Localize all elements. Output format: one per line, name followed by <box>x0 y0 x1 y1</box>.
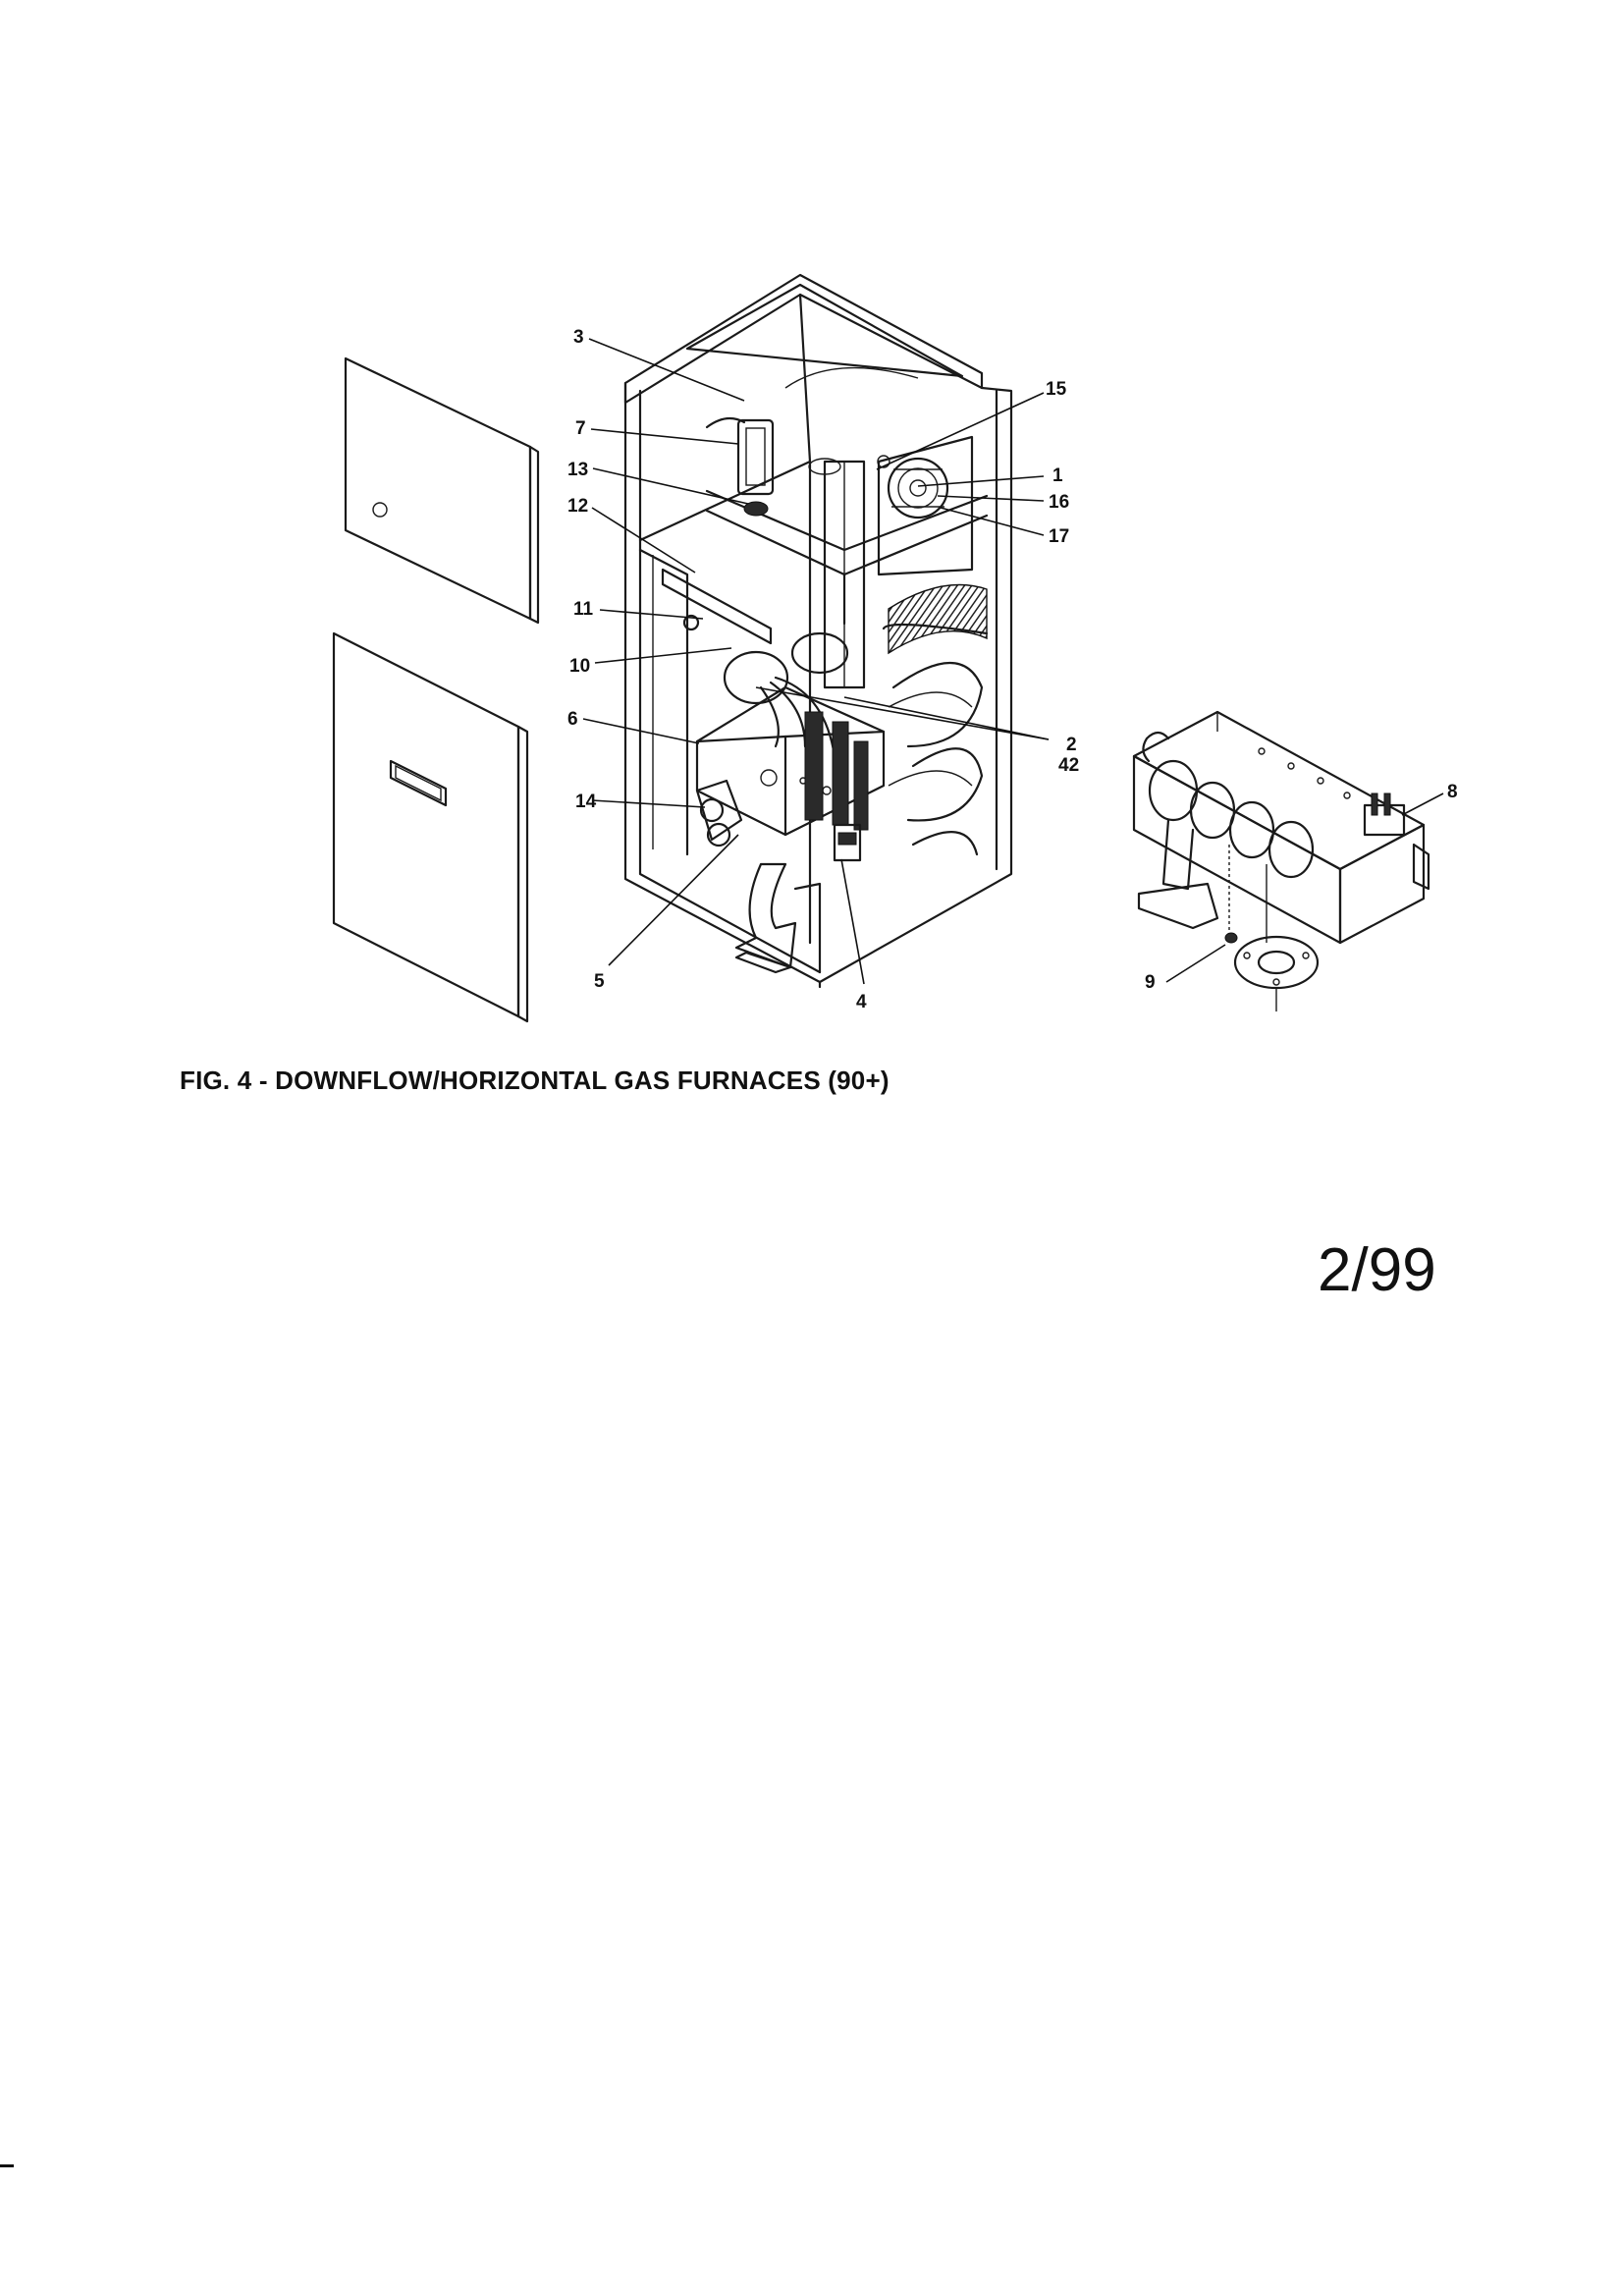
callout-5: 5 <box>594 971 605 992</box>
callout-15: 15 <box>1046 379 1067 400</box>
figure-caption: FIG. 4 - DOWNFLOW/HORIZONTAL GAS FURNACE… <box>180 1066 890 1095</box>
callout-4: 4 <box>856 992 867 1012</box>
callout-labels: 3 7 13 12 11 10 6 14 5 4 15 1 16 17 2 42… <box>567 327 1458 1012</box>
burner-assembly-detail <box>1132 710 1430 1011</box>
callout-1: 1 <box>1052 465 1063 486</box>
callout-2: 2 <box>1066 735 1077 755</box>
callout-17: 17 <box>1049 526 1069 547</box>
callout-6: 6 <box>567 709 578 730</box>
callout-11: 11 <box>573 599 594 620</box>
callout-16: 16 <box>1049 492 1069 513</box>
callout-7: 7 <box>575 418 586 439</box>
callout-3: 3 <box>573 327 584 348</box>
upper-access-door <box>344 356 540 625</box>
callout-12: 12 <box>567 496 588 517</box>
callout-leaders <box>582 338 1444 985</box>
callout-13: 13 <box>567 460 588 480</box>
callout-42: 42 <box>1058 755 1079 776</box>
date-code: 2/99 <box>1318 1236 1436 1304</box>
margin-mark <box>0 2164 14 2167</box>
callout-14: 14 <box>575 792 597 812</box>
callout-9: 9 <box>1145 972 1156 993</box>
callout-8: 8 <box>1447 782 1458 802</box>
lower-access-door <box>332 631 529 1023</box>
furnace-cabinet <box>623 273 1013 989</box>
callout-10: 10 <box>569 656 590 677</box>
